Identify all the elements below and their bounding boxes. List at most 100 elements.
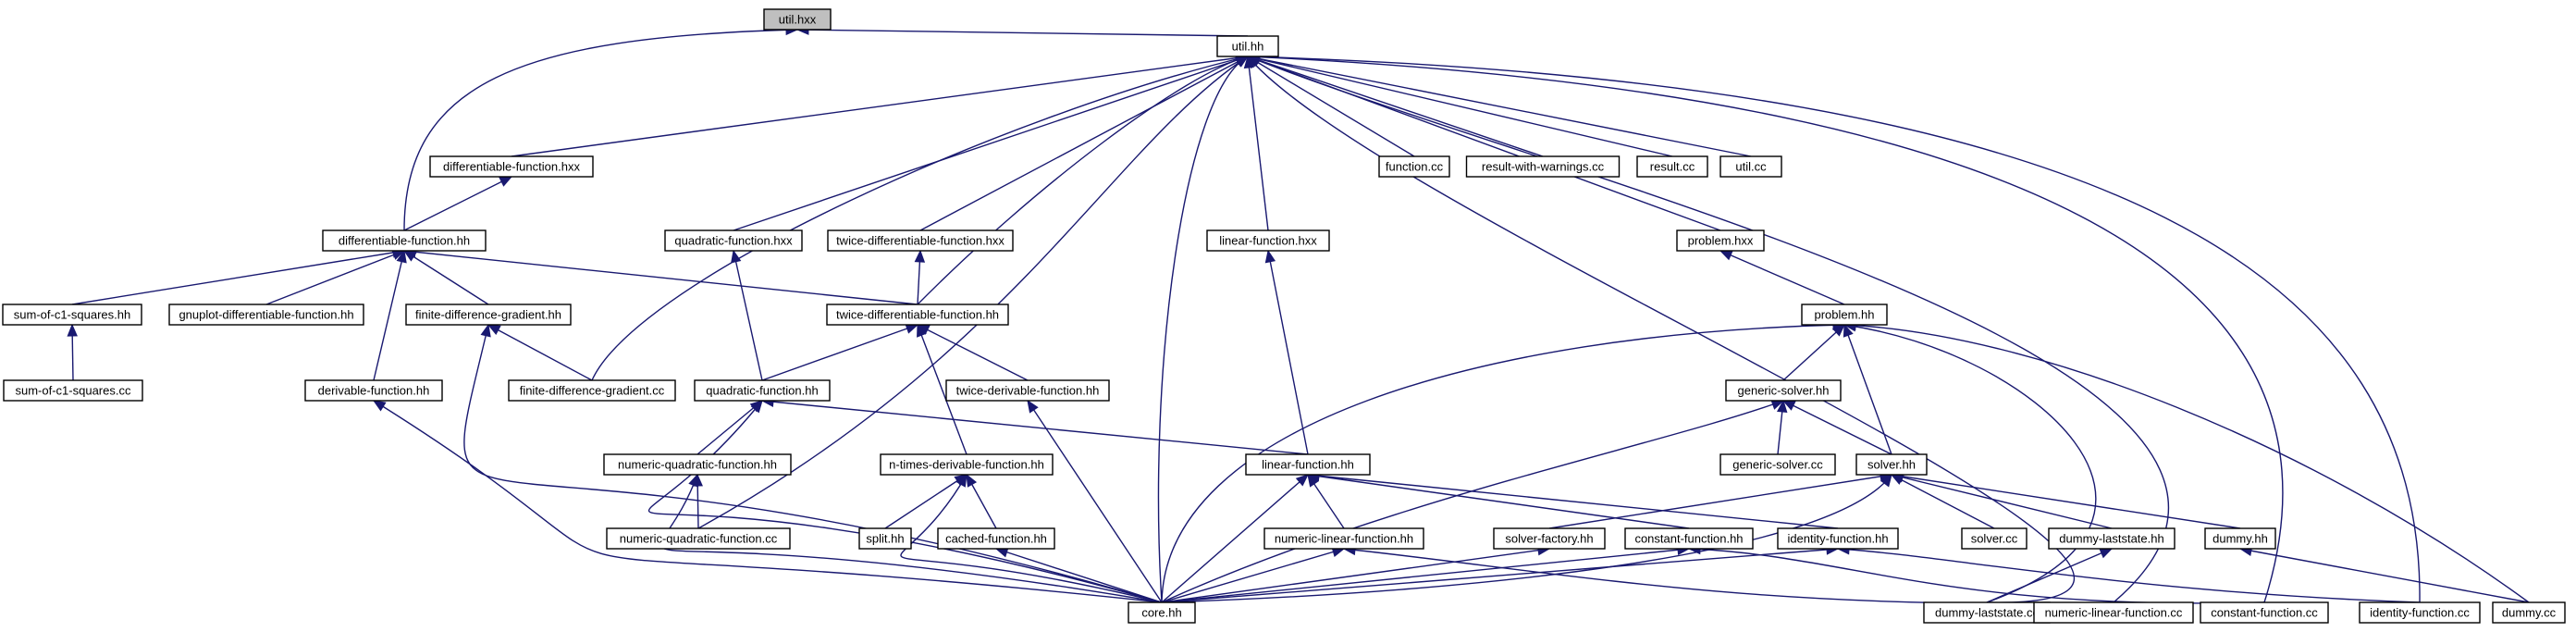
node-gnuplot-hh[interactable]: gnuplot-differentiable-function.hh — [168, 304, 364, 326]
node-box[interactable] — [1855, 453, 1928, 476]
node-box[interactable] — [664, 229, 803, 252]
node-nq-fn-cc[interactable]: numeric-quadratic-function.cc — [606, 527, 791, 550]
node-twice-diff-hxx[interactable]: twice-differentiable-function.hxx — [827, 229, 1014, 252]
node-dummy-ls-hh[interactable]: dummy-laststate.hh — [2048, 527, 2175, 550]
node-box[interactable] — [304, 379, 443, 402]
node-box[interactable] — [2359, 601, 2481, 624]
node-util-cc[interactable]: util.cc — [1719, 155, 1782, 178]
node-box[interactable] — [603, 453, 792, 476]
node-box[interactable] — [1465, 155, 1621, 178]
node-fdg-hh[interactable]: finite-difference-gradient.hh — [405, 304, 572, 326]
node-box[interactable] — [1206, 229, 1330, 252]
node-diff-fn-hxx[interactable]: differentiable-function.hxx — [429, 155, 594, 178]
node-box[interactable] — [1777, 527, 1899, 550]
node-box[interactable] — [880, 453, 1054, 476]
node-box[interactable] — [1636, 155, 1708, 178]
node-box[interactable] — [1719, 453, 1836, 476]
node-label: differentiable-function.hh — [339, 234, 470, 248]
node-box[interactable] — [1719, 155, 1782, 178]
node-util-hxx[interactable]: util.hxx — [763, 8, 832, 31]
node-box[interactable] — [429, 155, 594, 178]
arrowhead-ntimes_hh-to-twice_diff_hh — [917, 323, 927, 338]
node-diff-fn-hh[interactable]: differentiable-function.hh — [322, 229, 487, 252]
node-box[interactable] — [606, 527, 791, 550]
node-box[interactable] — [2204, 527, 2276, 550]
node-box[interactable] — [1801, 304, 1888, 326]
node-result-cc[interactable]: result.cc — [1636, 155, 1708, 178]
node-util-hh[interactable]: util.hh — [1216, 35, 1279, 57]
node-fdg-cc[interactable]: finite-difference-gradient.cc — [508, 379, 676, 402]
node-box[interactable] — [763, 8, 832, 31]
node-box[interactable] — [827, 229, 1014, 252]
node-box[interactable] — [1624, 527, 1754, 550]
node-const-fn-cc[interactable]: constant-function.cc — [2200, 601, 2329, 624]
node-box[interactable] — [858, 527, 912, 550]
node-sum-c1-cc[interactable]: sum-of-c1-squares.cc — [3, 379, 143, 402]
node-box[interactable] — [2033, 601, 2194, 624]
node-linear-fn-hh[interactable]: linear-function.hh — [1245, 453, 1371, 476]
edge-core_hh-to-util_hh — [1157, 56, 1249, 603]
node-core-hh[interactable]: core.hh — [1128, 601, 1196, 624]
node-box[interactable] — [3, 379, 143, 402]
node-function-cc[interactable]: function.cc — [1378, 155, 1450, 178]
node-label: dummy-laststate.cc — [1935, 606, 2039, 620]
node-box[interactable] — [2, 304, 142, 326]
node-box[interactable] — [694, 379, 831, 402]
node-box[interactable] — [1676, 229, 1765, 252]
node-box[interactable] — [168, 304, 364, 326]
node-box[interactable] — [1961, 527, 2028, 550]
node-label: derivable-function.hh — [318, 384, 430, 398]
node-box[interactable] — [1378, 155, 1450, 178]
node-twice-diff-hh[interactable]: twice-differentiable-function.hh — [826, 304, 1009, 326]
node-solver-cc[interactable]: solver.cc — [1961, 527, 2028, 550]
node-twice-deriv-hh[interactable]: twice-derivable-function.hh — [945, 379, 1110, 402]
node-quad-fn-hxx[interactable]: quadratic-function.hxx — [664, 229, 803, 252]
node-nq-fn-hh[interactable]: numeric-quadratic-function.hh — [603, 453, 792, 476]
arrowhead-cached_hh-to-ntimes_hh — [966, 473, 978, 488]
node-box[interactable] — [322, 229, 487, 252]
node-box[interactable] — [1128, 601, 1196, 624]
edge-const_fn_cc-to-const_fn_hh — [1688, 548, 2265, 604]
node-box[interactable] — [508, 379, 676, 402]
node-sum-c1-hh[interactable]: sum-of-c1-squares.hh — [2, 304, 142, 326]
node-identity-hh[interactable]: identity-function.hh — [1777, 527, 1899, 550]
node-dummy-ls-cc[interactable]: dummy-laststate.cc — [1923, 601, 2051, 624]
node-solver-hh[interactable]: solver.hh — [1855, 453, 1928, 476]
node-result-ww-cc[interactable]: result-with-warnings.cc — [1465, 155, 1621, 178]
node-box[interactable] — [1493, 527, 1606, 550]
edge-core_hh-to-linear_fn_hh — [1161, 474, 1309, 603]
node-box[interactable] — [1263, 527, 1424, 550]
node-quad-fn-hh[interactable]: quadratic-function.hh — [694, 379, 831, 402]
node-derivable-hh[interactable]: derivable-function.hh — [304, 379, 443, 402]
node-generic-solver-cc[interactable]: generic-solver.cc — [1719, 453, 1836, 476]
node-box[interactable] — [1725, 379, 1842, 402]
node-problem-hxx[interactable]: problem.hxx — [1676, 229, 1765, 252]
node-box[interactable] — [405, 304, 572, 326]
node-box[interactable] — [1216, 35, 1279, 57]
node-identity-cc[interactable]: identity-function.cc — [2359, 601, 2481, 624]
node-ntimes-hh[interactable]: n-times-derivable-function.hh — [880, 453, 1054, 476]
node-generic-solver-hh[interactable]: generic-solver.hh — [1725, 379, 1842, 402]
edge-dummy_ls_hh-to-solver_hh — [1891, 474, 2113, 529]
edge-nl_fn_cc-to-util_hh — [1247, 56, 2170, 603]
node-dummy-hh[interactable]: dummy.hh — [2204, 527, 2276, 550]
node-box[interactable] — [945, 379, 1110, 402]
edge-dummy_hh-to-solver_hh — [1891, 474, 2241, 529]
node-dummy-cc[interactable]: dummy.cc — [2492, 601, 2566, 624]
node-split-hh[interactable]: split.hh — [858, 527, 912, 550]
node-box[interactable] — [937, 527, 1055, 550]
node-box[interactable] — [2048, 527, 2175, 550]
node-const-fn-hh[interactable]: constant-function.hh — [1624, 527, 1754, 550]
node-nl-fn-hh[interactable]: numeric-linear-function.hh — [1263, 527, 1424, 550]
node-box[interactable] — [826, 304, 1009, 326]
node-linear-fn-hxx[interactable]: linear-function.hxx — [1206, 229, 1330, 252]
node-solver-factory-hh[interactable]: solver-factory.hh — [1493, 527, 1606, 550]
node-box[interactable] — [2492, 601, 2566, 624]
edge-dummy_cc-to-problem_hh — [1843, 324, 2530, 603]
node-problem-hh[interactable]: problem.hh — [1801, 304, 1888, 326]
node-box[interactable] — [1245, 453, 1371, 476]
node-nl-fn-cc[interactable]: numeric-linear-function.cc — [2033, 601, 2194, 624]
edge-dummy_ls_cc-to-dummy_ls_hh — [1986, 548, 2113, 603]
node-cached-hh[interactable]: cached-function.hh — [937, 527, 1055, 550]
node-box[interactable] — [2200, 601, 2329, 624]
